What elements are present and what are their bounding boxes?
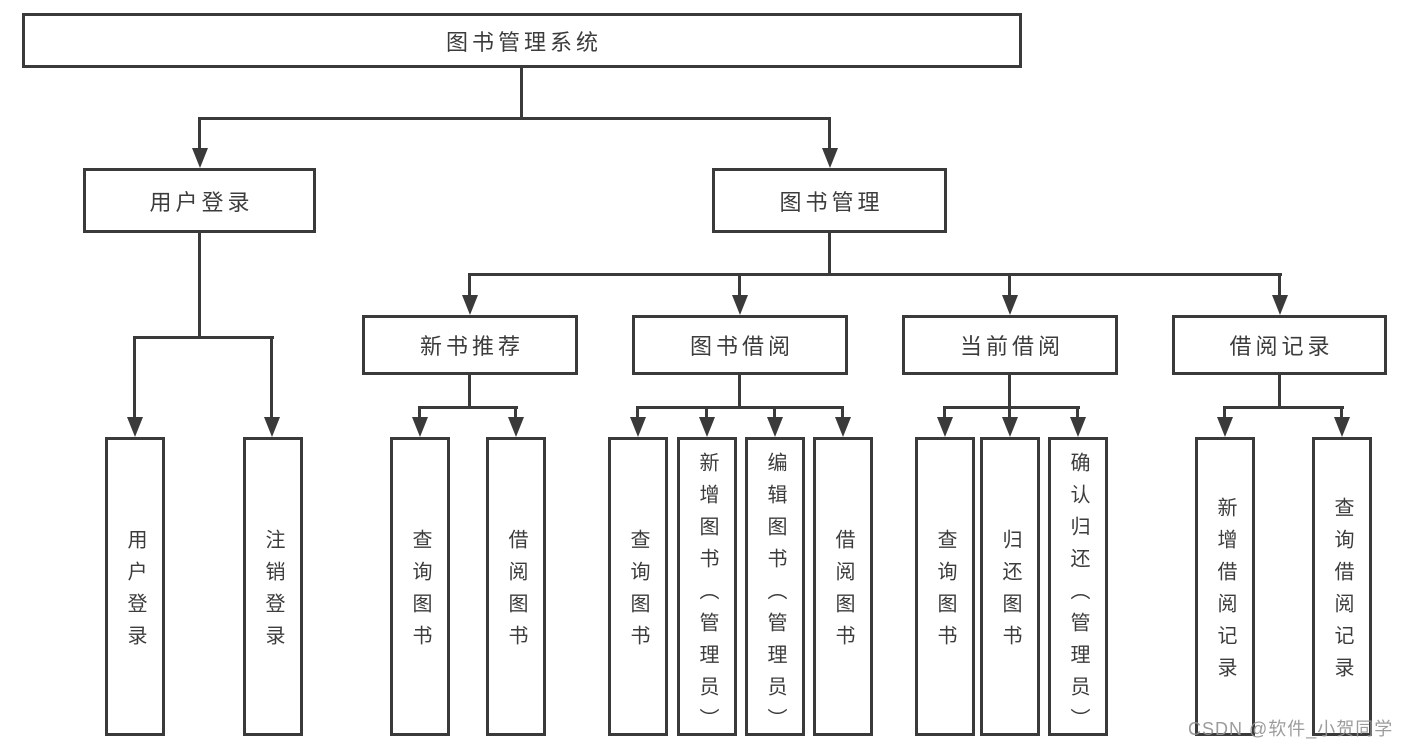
- connector-drop-book-management: [828, 117, 831, 148]
- connector-drop: [1076, 406, 1079, 417]
- connector-stem: [1008, 375, 1011, 406]
- connector-user-login-stem: [198, 233, 201, 336]
- connector-rail: [1223, 406, 1344, 409]
- leaf-br-add-record-label: 新增借阅记录: [1214, 496, 1236, 689]
- leaf-bb-edit-books-admin-label: 编辑图书（管理员）: [764, 452, 786, 740]
- connector-drop: [514, 406, 517, 417]
- node-book-borrowing: 图书借阅: [632, 315, 848, 375]
- leaf-nbr-borrow-books-label: 借阅图书: [505, 528, 527, 657]
- connector-drop: [943, 406, 946, 417]
- arrow-down-icon: [264, 417, 280, 437]
- node-root: 图书管理系统: [22, 13, 1022, 68]
- leaf-br-query-record: 查询借阅记录: [1312, 437, 1372, 736]
- connector-drop: [1008, 406, 1011, 417]
- leaf-cb-query-books: 查询图书: [915, 437, 975, 736]
- connector-drop: [468, 273, 471, 295]
- arrow-down-icon: [192, 148, 208, 168]
- connector-stem: [1278, 375, 1281, 406]
- node-book-management: 图书管理: [712, 168, 947, 233]
- connector-drop: [1278, 273, 1281, 295]
- csdn-watermark: CSDN @软件_小贺同学: [1188, 719, 1394, 739]
- node-user-login: 用户登录: [83, 168, 316, 233]
- leaf-bb-edit-books-admin: 编辑图书（管理员）: [745, 437, 805, 740]
- connector-drop: [1340, 406, 1343, 417]
- node-book-management-label: 图书管理: [779, 189, 884, 215]
- arrow-down-icon: [732, 295, 748, 315]
- connector-drop: [1008, 273, 1011, 295]
- node-borrowing-records-label: 借阅记录: [1229, 334, 1334, 359]
- leaf-bb-borrow-books: 借阅图书: [813, 437, 873, 736]
- connector-drop: [418, 406, 421, 417]
- arrow-down-icon: [699, 417, 715, 437]
- arrow-down-icon: [127, 417, 143, 437]
- connector-drop: [1223, 406, 1226, 417]
- leaf-cb-confirm-return-admin-label: 确认归还（管理员）: [1067, 452, 1089, 740]
- leaf-cb-query-books-label: 查询图书: [934, 528, 956, 657]
- leaf-logout-label: 注销登录: [262, 528, 284, 657]
- arrow-down-icon: [1002, 417, 1018, 437]
- arrow-down-icon: [630, 417, 646, 437]
- leaf-nbr-borrow-books: 借阅图书: [486, 437, 546, 736]
- connector-drop: [705, 406, 708, 417]
- leaf-cb-confirm-return-admin: 确认归还（管理员）: [1048, 437, 1108, 740]
- leaf-bb-add-books-admin-label: 新增图书（管理员）: [696, 452, 718, 740]
- arrow-down-icon: [462, 295, 478, 315]
- connector-drop: [636, 406, 639, 417]
- arrow-down-icon: [1272, 295, 1288, 315]
- connector-drop: [841, 406, 844, 417]
- leaf-cb-return-books-label: 归还图书: [999, 528, 1021, 657]
- connector-root-rail: [198, 117, 831, 120]
- connector-stem: [468, 375, 471, 406]
- arrow-down-icon: [937, 417, 953, 437]
- leaf-bb-query-books: 查询图书: [608, 437, 668, 736]
- arrow-down-icon: [1334, 417, 1350, 437]
- connector-drop: [270, 336, 273, 417]
- connector-book-management-stem: [828, 233, 831, 273]
- connector-user-login-rail: [133, 336, 274, 339]
- leaf-br-query-record-label: 查询借阅记录: [1331, 496, 1353, 689]
- node-current-borrowing: 当前借阅: [902, 315, 1118, 375]
- connector-stem: [738, 375, 741, 406]
- leaf-bb-query-books-label: 查询图书: [627, 528, 649, 657]
- leaf-user-login: 用户登录: [105, 437, 165, 736]
- arrow-down-icon: [822, 148, 838, 168]
- node-new-book-recommendation-label: 新书推荐: [419, 334, 524, 359]
- leaf-nbr-query-books-label: 查询图书: [409, 528, 431, 657]
- connector-rail: [636, 406, 844, 409]
- arrow-down-icon: [767, 417, 783, 437]
- node-current-borrowing-label: 当前借阅: [959, 334, 1064, 359]
- arrow-down-icon: [835, 417, 851, 437]
- node-user-login-label: 用户登录: [149, 189, 254, 215]
- node-borrowing-records: 借阅记录: [1172, 315, 1387, 375]
- connector-root-stem: [520, 68, 523, 117]
- connector-rail: [418, 406, 518, 409]
- leaf-user-login-label: 用户登录: [124, 528, 146, 657]
- node-root-label: 图书管理系统: [445, 29, 602, 55]
- connector-drop: [133, 336, 136, 417]
- arrow-down-icon: [412, 417, 428, 437]
- connector-drop: [773, 406, 776, 417]
- connector-rail: [943, 406, 1080, 409]
- arrow-down-icon: [1002, 295, 1018, 315]
- node-book-borrowing-label: 图书借阅: [689, 334, 794, 359]
- leaf-cb-return-books: 归还图书: [980, 437, 1040, 736]
- node-new-book-recommendation: 新书推荐: [362, 315, 578, 375]
- connector-book-management-rail: [468, 273, 1282, 276]
- arrow-down-icon: [1217, 417, 1233, 437]
- connector-drop-user-login: [198, 117, 201, 148]
- arrow-down-icon: [1070, 417, 1086, 437]
- leaf-bb-borrow-books-label: 借阅图书: [832, 528, 854, 657]
- leaf-logout: 注销登录: [243, 437, 303, 736]
- leaf-nbr-query-books: 查询图书: [390, 437, 450, 736]
- leaf-br-add-record: 新增借阅记录: [1195, 437, 1255, 736]
- arrow-down-icon: [508, 417, 524, 437]
- connector-drop: [738, 273, 741, 295]
- leaf-bb-add-books-admin: 新增图书（管理员）: [677, 437, 737, 740]
